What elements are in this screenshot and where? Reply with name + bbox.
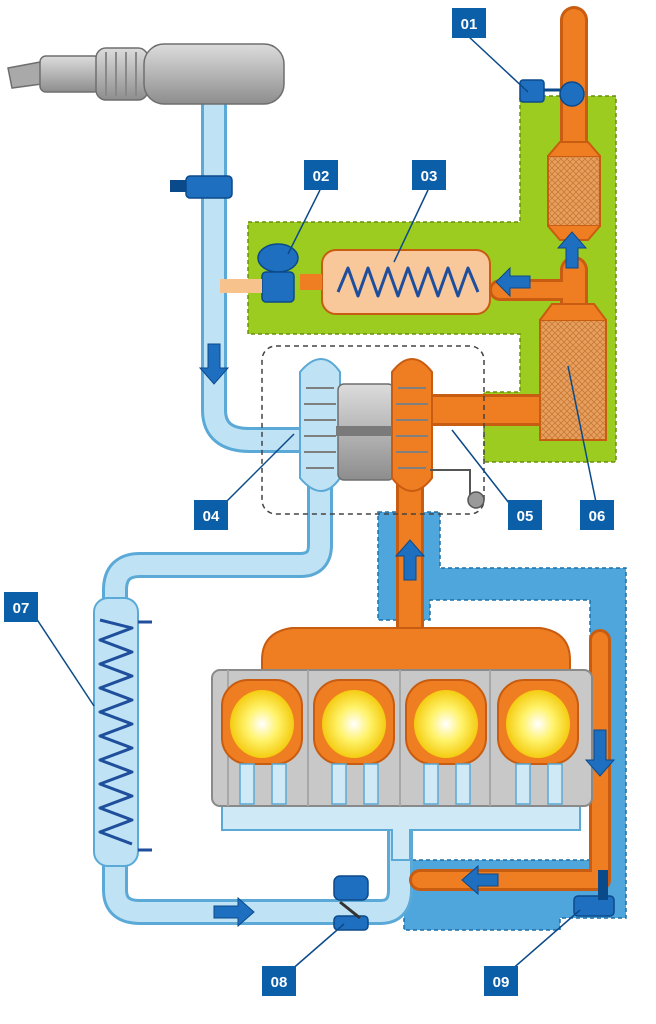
- exhaust-tailpipe-icon: [7, 43, 285, 105]
- catalyst: [547, 141, 601, 241]
- callout-02: 02: [304, 160, 338, 190]
- cylinder-4: [497, 679, 579, 765]
- svg-text:09: 09: [493, 974, 510, 991]
- leader-03: [393, 189, 429, 263]
- svg-text:02: 02: [313, 168, 330, 185]
- leader-02: [287, 189, 321, 255]
- svg-text:03: 03: [421, 168, 438, 185]
- svg-text:01: 01: [461, 16, 478, 33]
- callout-04: 04: [194, 500, 228, 530]
- callout-08: 08: [262, 966, 296, 996]
- turbine: [391, 358, 485, 509]
- callout-03: 03: [412, 160, 446, 190]
- callout-01: 01: [452, 8, 486, 38]
- flow-arrow-egr-return: [461, 864, 499, 896]
- svg-text:05: 05: [517, 508, 534, 525]
- leader-lines: [35, 35, 599, 979]
- svg-text:07: 07: [13, 600, 30, 617]
- leader-06: [567, 365, 599, 513]
- turbo-center-housing: [336, 383, 396, 481]
- compressor: [299, 358, 341, 492]
- sensor-icon: [519, 79, 585, 107]
- leader-01: [467, 35, 529, 93]
- svg-text:04: 04: [203, 508, 220, 525]
- egr-valve-icon: [220, 243, 299, 303]
- cylinder-2: [313, 679, 395, 765]
- cylinder-3: [405, 679, 487, 765]
- flow-arrow-catalyst-up: [556, 231, 588, 269]
- flow-arrow-intake-down: [198, 343, 230, 385]
- particulate-filter: [539, 303, 607, 441]
- intercooler: [93, 597, 152, 867]
- leader-07: [35, 617, 95, 707]
- callout-05: 05: [508, 500, 542, 530]
- intake-air-pipes: [102, 87, 413, 925]
- cylinder-1: [221, 679, 303, 765]
- flow-arrow-egr-left: [495, 266, 531, 298]
- airflow-sensor-icon: [170, 175, 233, 199]
- flow-arrows: [198, 231, 616, 928]
- callout-06: 06: [580, 500, 614, 530]
- flow-arrow-coolant-down: [584, 729, 616, 777]
- svg-text:06: 06: [589, 508, 606, 525]
- intake-runners: [239, 763, 563, 805]
- coolant-valve-icon: [573, 870, 615, 917]
- flow-arrow-exhaust-up: [394, 539, 426, 581]
- throttle-valve-icon: [333, 875, 369, 931]
- callout-09: 09: [484, 966, 518, 996]
- callout-07: 07: [4, 592, 38, 622]
- flow-arrow-intake-right: [213, 896, 255, 928]
- egr-cooler: [300, 249, 491, 315]
- leader-05: [451, 429, 517, 513]
- svg-text:08: 08: [271, 974, 288, 991]
- leader-04: [215, 433, 295, 513]
